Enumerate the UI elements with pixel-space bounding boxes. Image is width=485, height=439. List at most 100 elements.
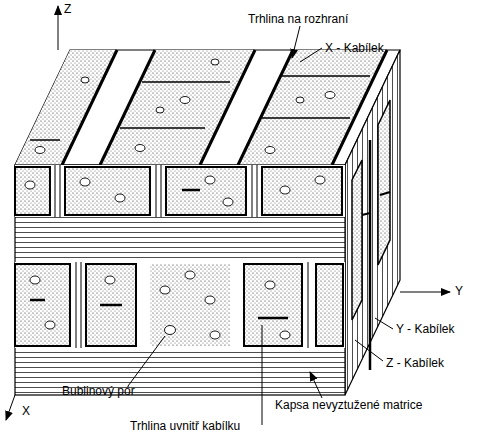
crack-line (30, 299, 45, 302)
leader-line (355, 340, 383, 361)
pore (280, 186, 290, 194)
yarn-edge (81, 262, 82, 348)
leader-line (310, 372, 322, 398)
x-yarn-block (244, 264, 302, 346)
yarn-edge (142, 81, 230, 83)
x-yarn-block (15, 264, 70, 346)
pore (180, 97, 190, 104)
x-yarn-block (262, 167, 342, 215)
z-axis (58, 6, 59, 50)
z-yarn-lines (55, 165, 308, 348)
y-yarn-band (378, 100, 390, 265)
pore (45, 321, 55, 329)
axis-label: Z (64, 2, 71, 16)
yarn-edge (308, 262, 309, 348)
pore (81, 77, 89, 83)
callout-label: Trhlina uvnitř kabílku (130, 419, 240, 433)
pore (296, 97, 304, 103)
pore (80, 178, 90, 186)
z-yarn-crack (369, 140, 372, 370)
yarn-edge (252, 165, 253, 217)
yarn-edge (282, 75, 370, 77)
pore (280, 331, 290, 339)
callout-label: Bublinový pór (62, 384, 135, 398)
callout-label: X - Kabílek (325, 41, 384, 55)
pores-front (25, 176, 325, 339)
pores-top (35, 59, 335, 154)
x-yarn-block (86, 264, 136, 346)
x-yarn-block (150, 264, 230, 346)
yarn-edge (257, 165, 258, 217)
leader-line (262, 325, 263, 425)
x-yarn-block (15, 167, 50, 215)
pore (156, 107, 164, 113)
x-yarn-block (316, 264, 343, 346)
x-yarn-block (166, 167, 246, 215)
yarn-edge (161, 165, 162, 217)
crack-line (182, 189, 200, 192)
pore (165, 326, 176, 335)
axes (6, 6, 450, 420)
leader-line (128, 336, 165, 386)
pore (325, 92, 335, 99)
y-axis (400, 292, 450, 293)
pore (135, 145, 145, 152)
crack-line (100, 50, 155, 165)
pore (223, 198, 233, 206)
axis-label: X (22, 404, 30, 418)
intra-yarn-cracks (30, 190, 288, 318)
crack-line (362, 213, 370, 215)
pore (205, 296, 215, 304)
yarn-edge (120, 127, 205, 129)
y-yarn-band (352, 160, 362, 320)
interface-cracks (62, 50, 387, 165)
pore (185, 271, 195, 279)
pore (30, 276, 40, 284)
pore (210, 331, 220, 339)
leader-line (300, 48, 322, 62)
pore (105, 276, 115, 284)
leader-line (292, 26, 300, 58)
yarn-edge (262, 117, 350, 119)
yarn-edge (60, 165, 61, 217)
crack-line (380, 192, 390, 195)
top-z-yarns (30, 76, 370, 140)
pore (265, 147, 275, 154)
callout-label: Z - Kabílek (386, 356, 444, 370)
pore (115, 194, 125, 202)
axis-label: Y (455, 284, 463, 298)
yarn-edge (30, 139, 60, 141)
crack-line (100, 304, 122, 307)
yarn-edge (55, 165, 56, 217)
pore (35, 147, 45, 154)
x-axis (6, 395, 15, 420)
callout-label: Y - Kabílek (396, 322, 454, 336)
pore (160, 286, 170, 294)
pore (25, 181, 35, 189)
right-face-outline (345, 50, 400, 395)
pore (205, 176, 215, 184)
x-yarn-blocks (15, 167, 343, 346)
top-face (15, 50, 400, 165)
right-face (345, 50, 400, 395)
top-face-outline (15, 50, 400, 165)
leader-lines (128, 26, 393, 425)
front-face-outline (15, 165, 345, 395)
front-face (15, 165, 345, 395)
yarn-edge (76, 262, 77, 348)
callout-label: Kapsa nevyztužené matrice (275, 398, 422, 412)
crack-line (238, 50, 293, 165)
x-yarn-block (65, 167, 150, 215)
crack-line (258, 317, 288, 320)
callout-label: Trhlina na rozhraní (248, 12, 348, 26)
leader-line (375, 318, 393, 329)
pore (211, 59, 219, 65)
yarn-edge (156, 165, 157, 217)
top-yarn-band (100, 50, 255, 165)
top-yarn-band (15, 50, 117, 165)
pore (265, 281, 275, 289)
yarn-row (15, 165, 345, 217)
yarn-row (15, 262, 345, 348)
